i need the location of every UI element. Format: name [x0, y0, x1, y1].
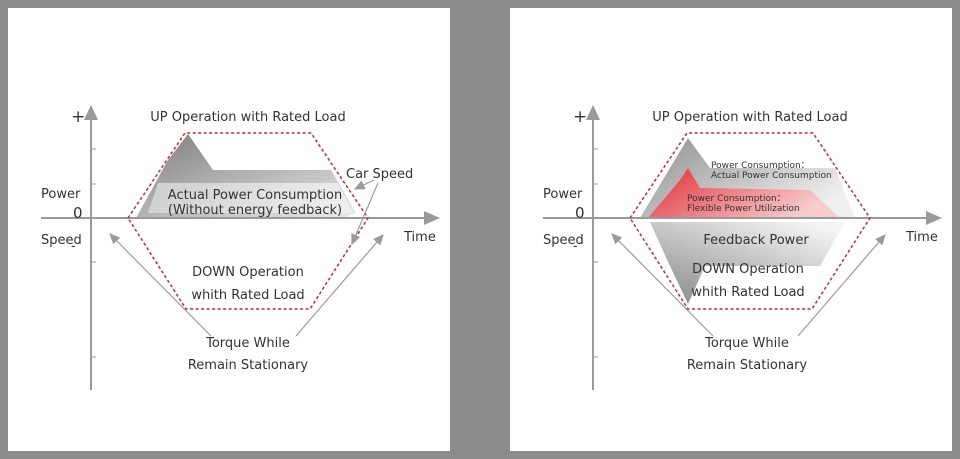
torque-arrow-left — [109, 233, 212, 337]
down-operation-line1: DOWN Operation — [692, 262, 804, 277]
power-label: Power — [543, 187, 583, 202]
feedback-power-label: Feedback Power — [703, 233, 809, 248]
zero-label: 0 — [73, 204, 83, 222]
torque-arrow-right — [797, 234, 886, 337]
minus-sign: - — [71, 239, 76, 254]
car-speed-arrow-upper — [353, 179, 375, 190]
car-speed-arrow-lower — [351, 182, 379, 246]
down-operation-line2: whith Rated Load — [691, 285, 804, 300]
torque-line2: Remain Stationary — [188, 358, 309, 373]
plus-sign: + — [71, 107, 85, 127]
vertical-axis-arrow — [84, 105, 98, 120]
vertical-axis-arrow — [586, 105, 600, 120]
minus-sign: - — [573, 239, 578, 254]
left-diagram-panel: + Power 0 Speed - Time UP Operation with… — [8, 8, 450, 451]
power-consumption-line2: Actual Power Consumption — [711, 171, 832, 181]
speed-label: Speed — [41, 233, 82, 248]
right-diagram-panel: + Power 0 Speed - Time UP Operation with… — [510, 8, 952, 451]
power-consumption-line1: Power Consumption： — [711, 161, 810, 171]
time-label: Time — [905, 230, 938, 245]
plus-sign: + — [573, 107, 587, 127]
actual-power-line1: Actual Power Consumption — [168, 188, 342, 203]
axis-ticks — [91, 148, 96, 358]
feedback-power-area — [650, 222, 845, 304]
up-operation-title: UP Operation with Rated Load — [652, 110, 847, 125]
car-speed-label: Car Speed — [346, 167, 413, 182]
time-label: Time — [403, 230, 436, 245]
power-consumption-plateau — [148, 183, 353, 213]
flexible-power-line1: Power Consumption： — [687, 194, 786, 204]
flexible-power-line2: Flexible Power Utilization — [687, 204, 800, 214]
zero-label: 0 — [575, 204, 585, 222]
power-label: Power — [41, 187, 81, 202]
down-operation-line1: DOWN Operation — [192, 265, 304, 280]
torque-line1: Torque While — [205, 336, 290, 351]
torque-arrow-right — [295, 234, 384, 337]
axis-ticks — [593, 148, 598, 358]
operation-hexagon — [629, 132, 871, 310]
torque-line1: Torque While — [704, 336, 789, 351]
flexible-utilization-area — [648, 168, 840, 218]
speed-label: Speed — [543, 233, 584, 248]
down-operation-line2: whith Rated Load — [191, 288, 304, 303]
torque-arrow-left — [611, 233, 714, 337]
horizontal-axis-arrow — [424, 211, 440, 225]
horizontal-axis-arrow — [926, 211, 942, 225]
torque-line2: Remain Stationary — [687, 358, 808, 373]
left-diagram: + Power 0 Speed - Time UP Operation with… — [41, 105, 440, 390]
right-diagram: + Power 0 Speed - Time UP Operation with… — [543, 105, 942, 390]
actual-power-line2: (Without energy feedback) — [168, 203, 342, 218]
up-operation-title: UP Operation with Rated Load — [150, 110, 345, 125]
operation-hexagon — [127, 132, 369, 310]
